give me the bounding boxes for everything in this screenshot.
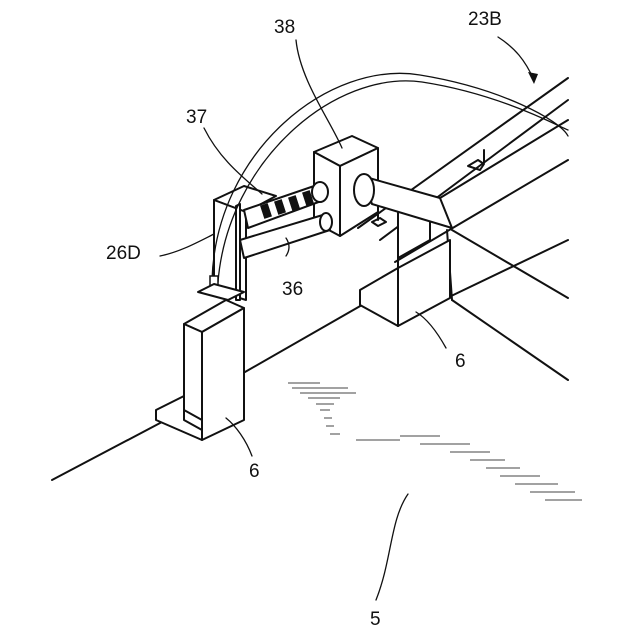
main-shaft xyxy=(354,120,568,228)
cable xyxy=(210,73,568,288)
label-36: 36 xyxy=(282,280,303,299)
base-plate xyxy=(52,230,568,480)
surface-shading xyxy=(288,383,582,500)
label-6-left: 6 xyxy=(249,462,260,481)
label-26d: 26D xyxy=(106,244,141,263)
label-38: 38 xyxy=(274,18,295,37)
label-6-right: 6 xyxy=(455,352,466,371)
label-37: 37 xyxy=(186,108,207,127)
label-5: 5 xyxy=(370,610,381,629)
label-23b: 23B xyxy=(468,10,502,29)
left-bracket xyxy=(156,300,244,440)
